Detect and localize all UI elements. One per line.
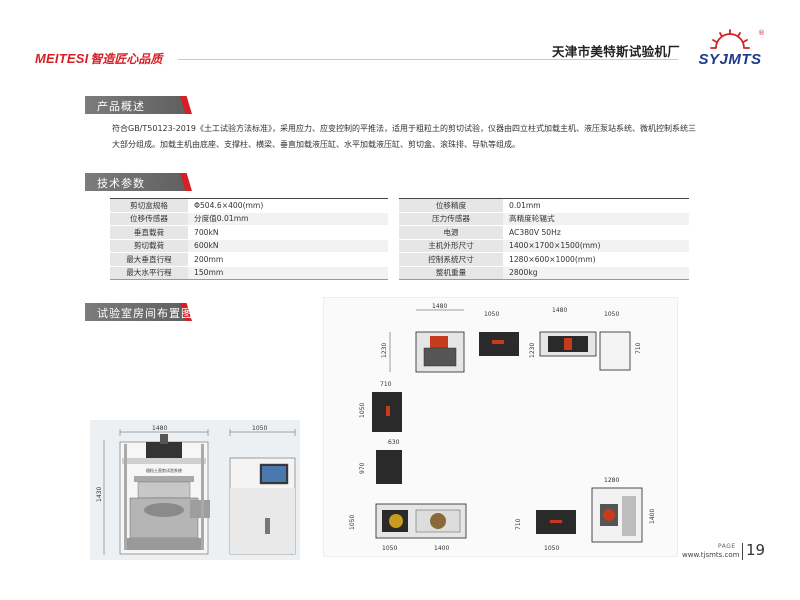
spec-key: 主机外形尺寸 <box>399 239 503 253</box>
spec-key: 垂直载荷 <box>110 225 188 240</box>
spec-key: 剪切载荷 <box>110 239 188 253</box>
footer-divider <box>742 543 743 560</box>
spec-value: 2800kg <box>503 266 689 280</box>
layout-title: 试验室房间布置图 <box>97 307 193 320</box>
spec-key: 整机重量 <box>399 266 503 280</box>
dim-bottom-right-height: 1400 <box>649 509 656 524</box>
spec-key: 最大垂直行程 <box>110 252 188 267</box>
table-row: 压力传感器高精度轮辐式 <box>399 212 689 226</box>
page-number: 19 <box>746 541 766 559</box>
spec-value: 150mm <box>188 266 388 280</box>
dim-lower-width: 630 <box>388 439 400 446</box>
spec-value: 高精度轮辐式 <box>503 212 689 226</box>
dim-mid-height: 1050 <box>359 403 366 418</box>
spec-key: 位移传感器 <box>110 212 188 226</box>
dim-bottom-right-width: 1280 <box>604 477 619 484</box>
bottom-view: 1050 1050 1400 710 1050 1280 1400 <box>349 477 656 552</box>
dim-bottom-main-width: 1400 <box>434 545 449 552</box>
footer-url[interactable]: www.tjsmts.com <box>682 551 740 559</box>
spec-value: 700kN <box>188 225 388 240</box>
spec-value: 1400×1700×1500(mm) <box>503 239 689 253</box>
logo-text: SYJMTS <box>698 51 761 68</box>
spec-key: 位移精度 <box>399 198 503 213</box>
spec-value: AC380V 50Hz <box>503 225 689 240</box>
spec-key: 控制系统尺寸 <box>399 252 503 267</box>
dim-front-height-left: 1430 <box>96 487 103 502</box>
footer-page-label: PAGE <box>718 543 736 550</box>
dim-top2-left-height: 1230 <box>529 343 536 358</box>
dim-top2-main-width: 1480 <box>552 307 567 314</box>
middle-view: 710 1050 630 970 <box>359 381 402 484</box>
spec-value: 分度值0.01mm <box>188 212 388 226</box>
dim-mid-width: 710 <box>380 381 392 388</box>
dim-lower-height: 970 <box>359 462 366 474</box>
machine-label: 粗粒土直剪试验系统 <box>146 467 182 473</box>
dim-front-width-side: 1050 <box>252 425 267 432</box>
table-row: 位移传感器分度值0.01mm <box>110 212 388 226</box>
specs-title: 技术参数 <box>97 177 145 190</box>
dim-top-side-height: 710 <box>512 336 519 348</box>
top-view-main: 1480 1230 1050 710 <box>381 303 519 373</box>
dim-bottom-mid-height: 710 <box>515 518 522 530</box>
spec-value: 200mm <box>188 252 388 267</box>
dim-top2-side-width: 1050 <box>604 311 619 318</box>
syjmts-logo: ® SYJMTS <box>698 29 765 68</box>
spec-value: 1280×600×1000(mm) <box>503 252 689 267</box>
dim-top-left-height: 1230 <box>381 343 388 358</box>
sun-emblem-icon <box>710 29 750 49</box>
specs-section-header: 技术参数 <box>85 173 195 191</box>
header-divider <box>178 59 678 60</box>
overview-text: 符合GB/T50123-2019《土工试验方法标准》，采用应力、应变控制的平推法… <box>112 124 696 149</box>
spec-value: 600kN <box>188 239 388 253</box>
dim-top-main-width: 1480 <box>432 303 447 310</box>
spec-key: 压力传感器 <box>399 212 503 226</box>
spec-value: 0.01mm <box>503 198 689 213</box>
dim-bottom-mid-width: 1050 <box>544 545 559 552</box>
brand-name: MEITESI <box>35 51 89 66</box>
logo-mark: ® <box>758 29 765 37</box>
front-view-drawing: 1480 1050 1430 1350 粗粒土直剪试验系统 <box>90 420 300 560</box>
overview-title: 产品概述 <box>97 100 145 113</box>
company-name: 天津市美特斯试验机厂 <box>552 44 681 59</box>
brand-slogan: 智造匠心品质 <box>90 52 163 66</box>
top-view-right: 1480 1230 1050 710 <box>529 307 642 371</box>
dim-bottom-left-height: 1050 <box>349 515 356 530</box>
spec-key: 电源 <box>399 225 503 240</box>
spec-key: 剪切盒规格 <box>110 198 188 213</box>
spec-value: Φ504.6×400(mm) <box>188 198 388 213</box>
layout-section-header: 试验室房间布置图 <box>85 303 195 321</box>
spec-key: 最大水平行程 <box>110 266 188 280</box>
cad-layout-drawing: 1480 1230 1050 710 1480 1230 1050 710 71… <box>323 297 678 557</box>
dim-bottom-left-width: 1050 <box>382 545 397 552</box>
overview-section-header: 产品概述 <box>85 96 195 114</box>
dim-top-side-width: 1050 <box>484 311 499 318</box>
dim-front-width-main: 1480 <box>152 425 167 432</box>
dim-top2-side-height: 710 <box>635 342 642 354</box>
